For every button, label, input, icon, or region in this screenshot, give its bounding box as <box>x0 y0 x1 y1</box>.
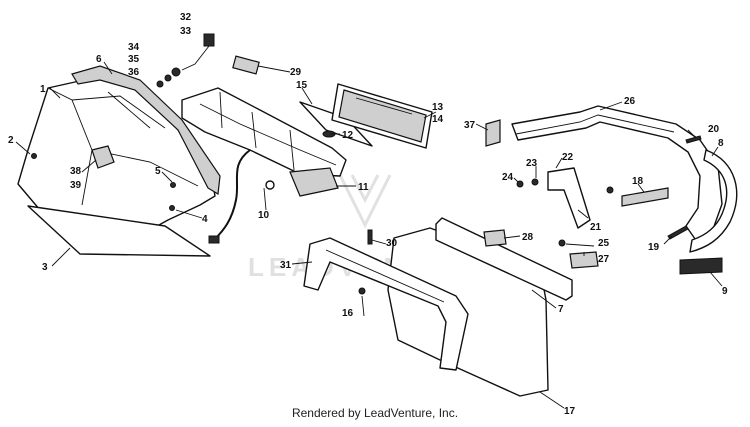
callout-27: 27 <box>598 254 610 265</box>
mount-bracket-22 <box>547 167 591 229</box>
floor-plate <box>27 205 211 257</box>
tail-light-lens <box>331 83 433 149</box>
nut-16a <box>606 186 614 194</box>
callout-13: 13 <box>432 102 444 113</box>
callout-7: 7 <box>558 304 564 315</box>
nut-25 <box>558 239 566 247</box>
callout-25: 25 <box>598 238 610 249</box>
harness-connector <box>208 235 220 244</box>
callout-31: 31 <box>280 260 292 271</box>
watermark-logo <box>338 174 392 229</box>
callout-23: 23 <box>526 158 538 169</box>
callout-37: 37 <box>464 120 476 131</box>
callout-36: 36 <box>128 67 140 78</box>
reflector <box>679 257 723 275</box>
callout-14: 14 <box>432 114 444 125</box>
callout-35: 35 <box>128 54 140 65</box>
rear-bumper-rail <box>511 105 723 247</box>
callout-9: 9 <box>722 286 728 297</box>
callout-3: 3 <box>42 262 48 273</box>
callout-18: 18 <box>632 176 644 187</box>
hood-bracket <box>91 145 115 169</box>
decal-29 <box>232 55 260 75</box>
callout-11: 11 <box>358 182 369 193</box>
screw-5 <box>170 182 176 188</box>
rail-end-cap <box>485 119 501 147</box>
nut-24 <box>516 180 524 188</box>
washer-34 <box>171 67 181 77</box>
callout-1: 1 <box>40 84 46 95</box>
screw-30 <box>367 229 373 245</box>
bolt-32 <box>203 33 215 47</box>
harness-clip <box>265 180 275 190</box>
callout-38: 38 <box>70 166 82 177</box>
callout-32: 32 <box>180 12 192 23</box>
callout-21: 21 <box>590 222 602 233</box>
mounting-strip <box>435 217 573 301</box>
wiring-harness <box>213 149 251 241</box>
hood-seal-strip <box>71 65 221 195</box>
grab-handle <box>689 149 738 253</box>
side-frame <box>303 237 469 371</box>
callout-19: 19 <box>648 242 660 253</box>
nut-16b <box>358 287 366 295</box>
nut-23 <box>531 178 539 186</box>
callout-15: 15 <box>296 80 308 91</box>
callout-5: 5 <box>155 166 161 177</box>
callout-labels: 1 2 3 4 5 6 7 8 9 10 11 12 13 14 15 16 1… <box>8 12 728 417</box>
callout-34: 34 <box>128 42 140 53</box>
nut-36 <box>156 80 164 88</box>
mount-plate-18 <box>621 187 669 207</box>
callout-33: 33 <box>180 26 192 37</box>
callout-26: 26 <box>624 96 636 107</box>
callout-16: 16 <box>342 308 354 319</box>
console-bracket <box>289 167 339 197</box>
lens-frame <box>299 101 373 147</box>
decal-27 <box>569 251 599 269</box>
callout-4: 4 <box>202 214 208 225</box>
callout-29: 29 <box>290 67 302 78</box>
callout-2: 2 <box>8 135 14 146</box>
washer-35 <box>164 74 172 82</box>
decal-28 <box>483 229 507 247</box>
callout-17: 17 <box>564 406 576 417</box>
callout-20: 20 <box>708 124 720 135</box>
console-frame <box>181 87 347 177</box>
callout-39: 39 <box>70 180 82 191</box>
screw-4 <box>169 205 175 211</box>
callout-8: 8 <box>718 138 724 149</box>
callout-6: 6 <box>96 54 102 65</box>
footer-credit: Rendered by LeadVenture, Inc. <box>291 406 459 420</box>
callout-24: 24 <box>502 172 514 183</box>
callout-28: 28 <box>522 232 534 243</box>
leader-lines <box>15 61 723 409</box>
callout-30: 30 <box>386 238 398 249</box>
callout-12: 12 <box>342 130 354 141</box>
callout-22: 22 <box>562 152 574 163</box>
callout-10: 10 <box>258 210 270 221</box>
screw-2 <box>31 153 37 159</box>
bolt-19 <box>667 225 689 240</box>
